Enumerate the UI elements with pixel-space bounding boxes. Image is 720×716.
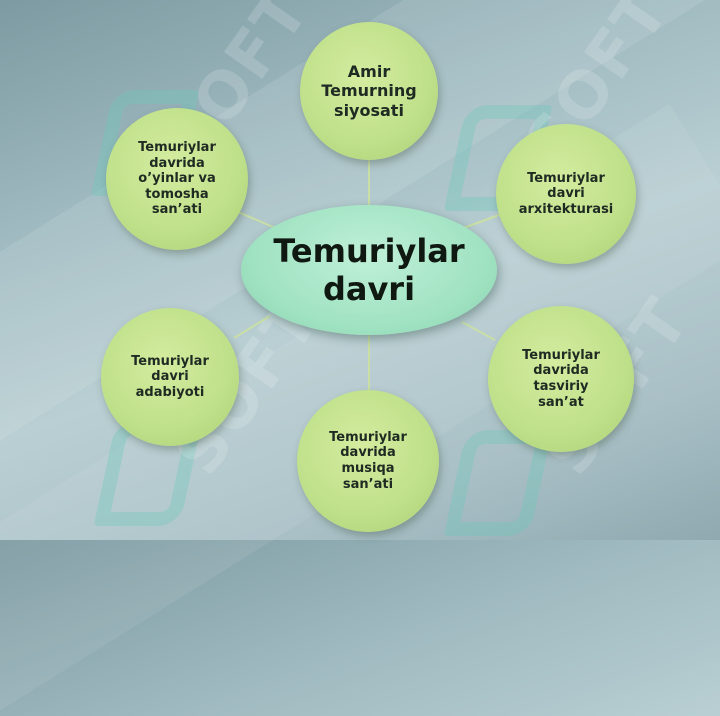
node-fine-art: Temuriylar davrida tasviriy san’at [488, 306, 634, 452]
connector-bottom-left [233, 315, 271, 339]
node-architecture: Temuriylar davri arxitekturasi [496, 124, 636, 264]
node-label: Amir Temurning siyosati [321, 62, 417, 120]
connector-bottom-right [461, 321, 496, 341]
center-title: Temuriylar davri [273, 231, 465, 308]
center-node: Temuriylar davri [241, 205, 497, 335]
node-amir-temur-policy: Amir Temurning siyosati [300, 22, 438, 160]
node-games-and-shows: Temuriylar davrida o’yinlar va tomosha s… [106, 108, 248, 250]
node-label: Temuriylar davrida o’yinlar va tomosha s… [138, 140, 216, 218]
node-label: Temuriylar davri adabiyoti [131, 353, 209, 400]
node-music: Temuriylar davrida musiqa san’ati [297, 390, 439, 532]
node-label: Temuriylar davrida tasviriy san’at [522, 347, 600, 410]
node-label: Temuriylar davri arxitekturasi [518, 170, 614, 217]
slide: SOFT SOFT SOFT SOFT Amir Temurning siyos… [90, 22, 636, 536]
node-literature: Temuriylar davri adabiyoti [101, 308, 239, 446]
node-label: Temuriylar davrida musiqa san’ati [329, 429, 407, 492]
